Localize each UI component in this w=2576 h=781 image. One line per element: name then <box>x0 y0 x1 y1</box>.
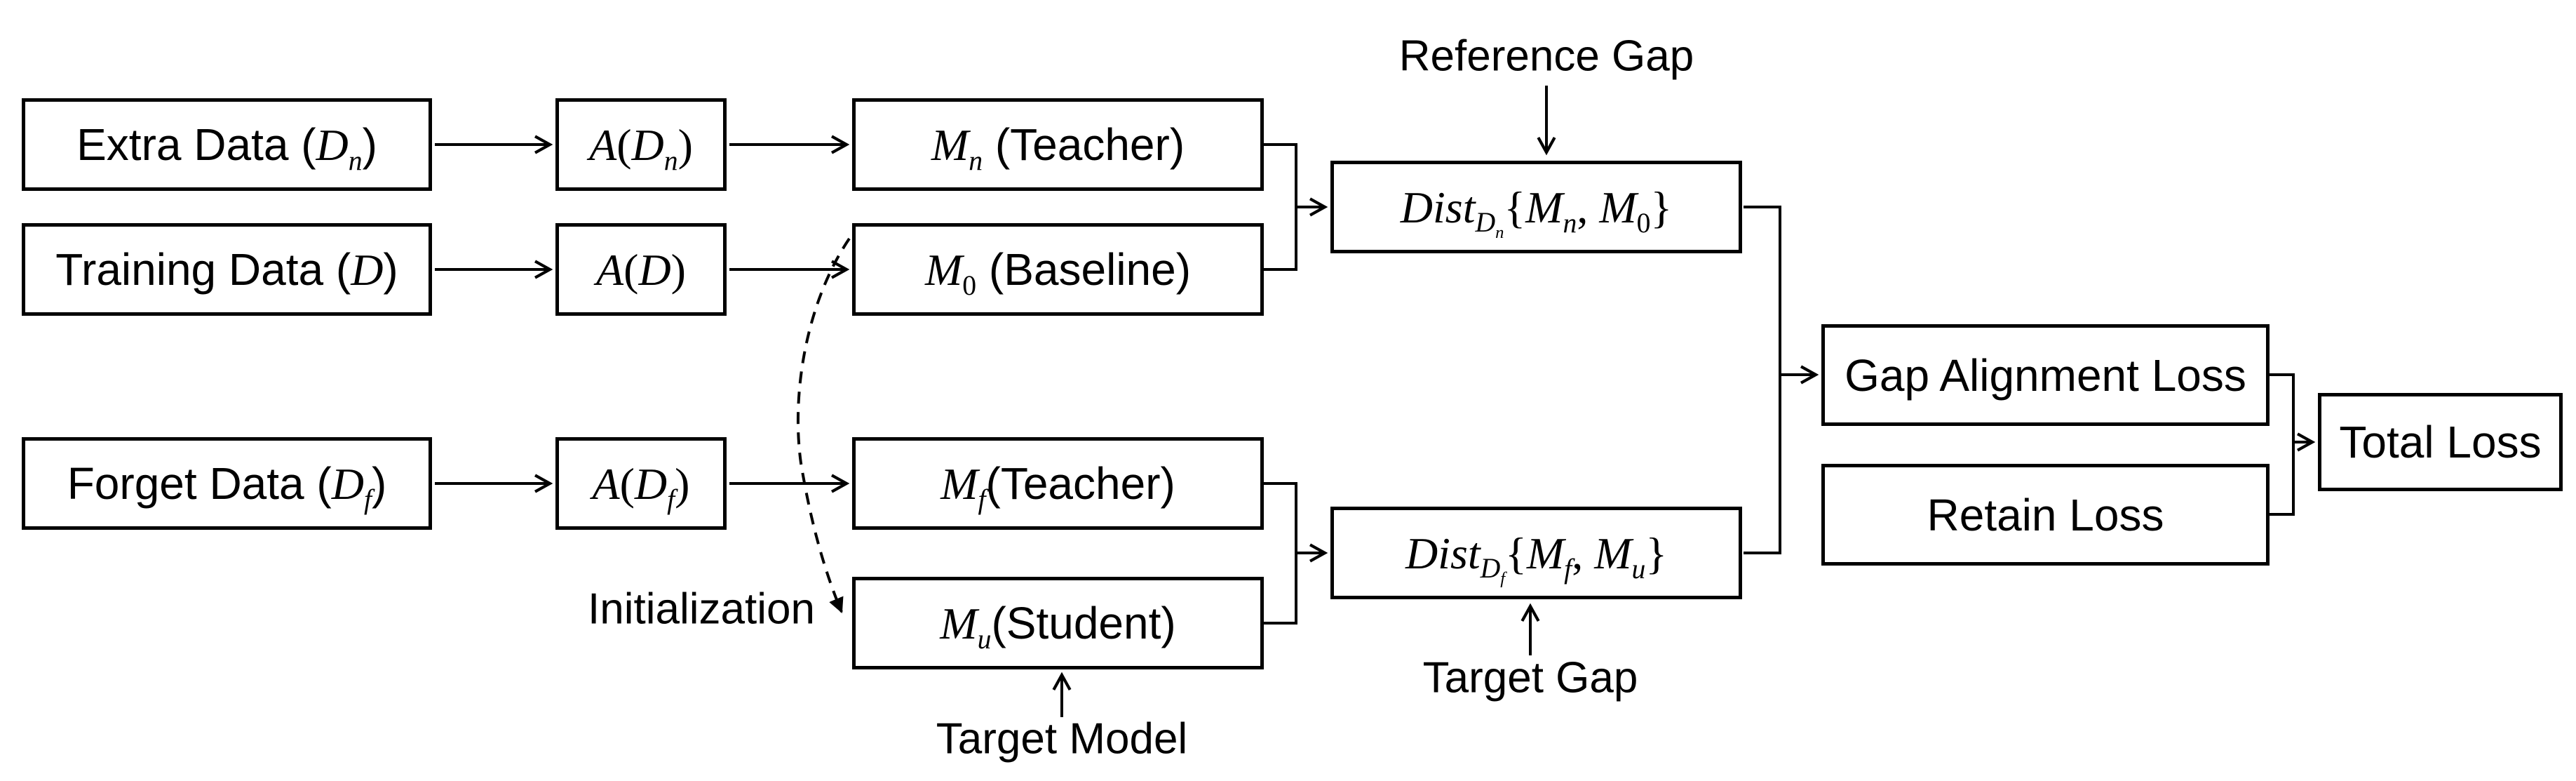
node-aug-training: A(D) <box>555 223 727 316</box>
bus-loss-outputs <box>2270 373 2295 516</box>
node-aug-forget-label: A(Df) <box>592 458 690 515</box>
node-model-0-baseline: M0 (Baseline) <box>852 223 1264 316</box>
node-model-0-label: M0 (Baseline) <box>924 243 1192 301</box>
node-aug-extra: A(Dn) <box>555 98 727 191</box>
node-model-f-label: Mf(Teacher) <box>940 458 1175 515</box>
label-target-model: Target Model <box>936 714 1188 763</box>
node-extra-data: Extra Data (Dn) <box>22 98 432 191</box>
node-model-f-teacher: Mf(Teacher) <box>852 437 1264 530</box>
label-reference-gap: Reference Gap <box>1398 32 1694 81</box>
node-model-u-label: Mu(Student) <box>940 597 1176 655</box>
bus-dist-outputs <box>1744 206 1781 554</box>
node-dist-target-label: DistDf{Mf, Mu} <box>1405 528 1668 589</box>
node-forget-data-label: Forget Data (Df) <box>67 458 387 515</box>
node-aug-training-label: A(D) <box>596 244 686 295</box>
bus-model-f-model-u <box>1264 482 1297 625</box>
node-model-n-teacher: Mn (Teacher) <box>852 98 1264 191</box>
node-aug-extra-label: A(Dn) <box>589 119 693 176</box>
node-total-loss-label: Total Loss <box>2339 417 2542 467</box>
label-target-gap: Target Gap <box>1422 653 1638 702</box>
node-gap-alignment-loss-label: Gap Alignment Loss <box>1845 349 2246 401</box>
node-total-loss: Total Loss <box>2318 393 2563 491</box>
arrow-initialization-dashed <box>796 237 851 614</box>
label-initialization: Initialization <box>588 585 815 634</box>
node-forget-data: Forget Data (Df) <box>22 437 432 530</box>
node-model-n-label: Mn (Teacher) <box>931 119 1185 176</box>
node-dist-reference-label: DistDn{Mn, M0} <box>1400 182 1673 243</box>
node-extra-data-label: Extra Data (Dn) <box>76 119 377 176</box>
node-training-data-label: Training Data (D) <box>55 243 398 295</box>
node-dist-target: DistDf{Mf, Mu} <box>1330 507 1742 599</box>
node-dist-reference: DistDn{Mn, M0} <box>1330 161 1742 253</box>
node-retain-loss-label: Retain Loss <box>1927 489 2164 540</box>
node-gap-alignment-loss: Gap Alignment Loss <box>1821 324 2270 426</box>
node-training-data: Training Data (D) <box>22 223 432 316</box>
node-retain-loss: Retain Loss <box>1821 464 2270 566</box>
node-aug-forget: A(Df) <box>555 437 727 530</box>
bus-model-n-model-0 <box>1264 143 1297 271</box>
node-model-u-student: Mu(Student) <box>852 577 1264 669</box>
